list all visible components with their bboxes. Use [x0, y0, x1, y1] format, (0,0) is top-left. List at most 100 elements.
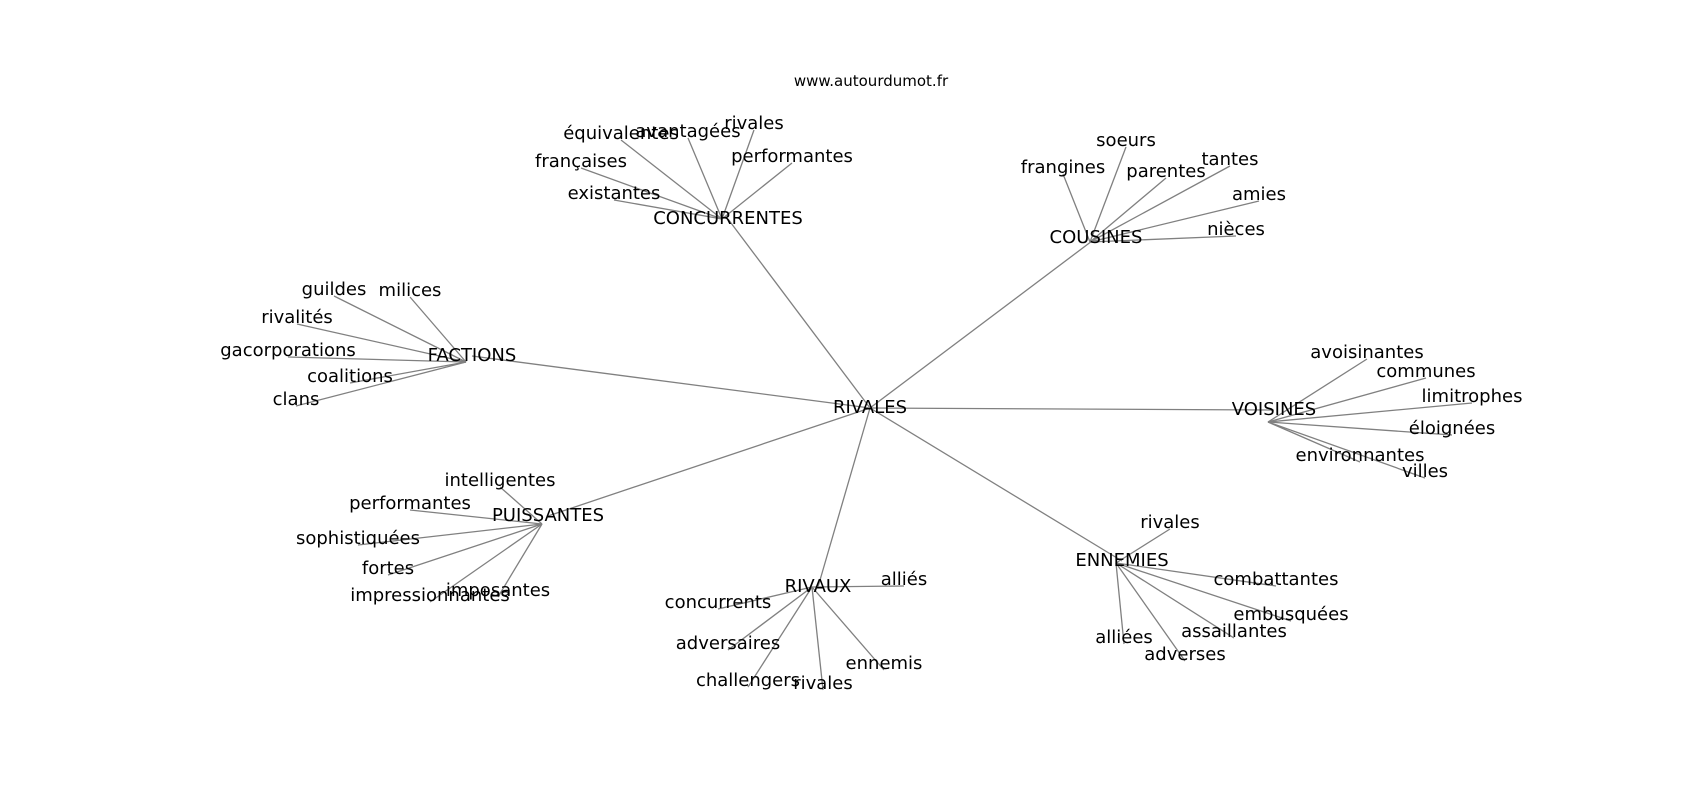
edge-root-to-cluster [471, 355, 871, 409]
leaf-node-label: environnantes [1296, 445, 1425, 466]
edge-cluster-to-leaf [387, 523, 543, 576]
edge-cluster-to-leaf [1115, 562, 1125, 645]
edge-root-to-cluster [727, 218, 871, 409]
edge-cluster-to-leaf [1089, 200, 1260, 243]
leaf-node-label: limitrophes [1422, 386, 1523, 407]
leaf-node-label: intelligentes [445, 470, 556, 491]
leaf-node-label: françaises [535, 151, 627, 172]
leaf-node-label: embusquées [1233, 604, 1348, 625]
leaf-node-label: communes [1376, 361, 1475, 382]
leaf-node-label: tantes [1201, 149, 1258, 170]
edge-root-to-cluster [547, 407, 871, 517]
leaf-node-label: sophistiquées [296, 528, 420, 549]
edge-cluster-to-leaf [1115, 562, 1186, 662]
edge-cluster-to-leaf [296, 323, 467, 363]
root-node-label: RIVALES [833, 397, 907, 418]
edge-cluster-to-leaf [721, 129, 755, 220]
leaf-node-label: avantagées [635, 121, 740, 142]
leaf-node-label: existantes [568, 183, 661, 204]
edge-cluster-to-leaf [1267, 421, 1453, 436]
cluster-node-label: FACTIONS [428, 345, 517, 366]
edge-root-to-cluster [817, 407, 871, 588]
leaf-node-label: alliées [1095, 627, 1153, 648]
leaf-node-label: ennemis [846, 653, 923, 674]
leaf-node-label: avoisinantes [1310, 342, 1423, 363]
edge-cluster-to-leaf [349, 361, 467, 384]
leaf-node-label: nièces [1207, 219, 1265, 240]
leaf-node-label: gacorporations [220, 340, 356, 361]
leaf-node-label: coalitions [307, 366, 393, 387]
edge-root-to-cluster [869, 407, 1275, 411]
leaf-node-label: impressionnantes [350, 585, 510, 606]
leaf-node-label: imposantes [446, 580, 550, 601]
leaf-node-label: combattantes [1214, 569, 1339, 590]
edge-cluster-to-leaf [295, 361, 467, 407]
leaf-node-label: amies [1232, 184, 1286, 205]
leaf-node-label: assaillantes [1181, 621, 1287, 642]
leaf-node-label: soeurs [1096, 130, 1156, 151]
edge-cluster-to-leaf [1267, 421, 1426, 479]
source-watermark: www.autourdumot.fr [793, 72, 949, 90]
edge-cluster-to-leaf [721, 162, 793, 220]
leaf-node-label: rivales [724, 113, 784, 134]
edge-cluster-to-leaf [727, 586, 813, 651]
edge-cluster-to-leaf [811, 586, 885, 671]
edge-root-to-cluster [869, 407, 1123, 562]
edge-cluster-to-leaf [717, 586, 813, 610]
edge-cluster-to-leaf [497, 523, 543, 598]
leaf-node-label: challengers [696, 670, 800, 691]
cluster-node-label: ENNEMIES [1075, 550, 1168, 571]
edge-cluster-to-leaf [811, 586, 824, 691]
leaf-node-label: performantes [349, 493, 471, 514]
leaf-node-label: rivalités [261, 307, 333, 328]
edge-cluster-to-leaf [687, 137, 723, 220]
edge-cluster-to-leaf [1267, 402, 1473, 423]
edge-cluster-to-leaf [613, 199, 723, 220]
edge-cluster-to-leaf [1062, 173, 1091, 243]
edge-cluster-to-leaf [1267, 421, 1361, 463]
edge-cluster-to-leaf [580, 167, 723, 220]
leaf-node-label: parentes [1126, 161, 1205, 182]
edge-cluster-to-leaf [357, 523, 543, 546]
labels-layer: équivalentesavantagéesrivalesperformante… [220, 113, 1522, 694]
leaf-node-label: adversaires [676, 633, 780, 654]
edge-cluster-to-leaf [1115, 562, 1292, 622]
leaf-node-label: fortes [362, 558, 414, 579]
edge-cluster-to-leaf [333, 295, 467, 363]
edge-root-to-cluster [869, 237, 1097, 409]
cluster-node-label: COUSINES [1050, 227, 1143, 248]
leaf-node-label: rivales [1140, 512, 1200, 533]
leaf-node-label: équivalentes [563, 123, 679, 144]
edge-cluster-to-leaf [1089, 146, 1127, 243]
edge-cluster-to-leaf [409, 509, 543, 525]
leaf-node-label: villes [1402, 461, 1448, 482]
edges-layer [287, 129, 1473, 691]
leaf-node-label: performantes [731, 146, 853, 167]
leaf-node-label: concurrents [665, 592, 772, 613]
edge-cluster-to-leaf [1089, 177, 1167, 243]
leaf-node-label: rivales [793, 673, 853, 694]
edge-cluster-to-leaf [1115, 528, 1171, 564]
leaf-node-label: milices [379, 280, 442, 301]
edge-cluster-to-leaf [1115, 562, 1235, 639]
edge-cluster-to-leaf [1089, 165, 1231, 243]
cluster-node-label: CONCURRENTES [653, 208, 803, 229]
edge-cluster-to-leaf [1267, 358, 1368, 423]
leaf-node-label: adverses [1144, 644, 1225, 665]
edge-cluster-to-leaf [747, 586, 813, 688]
edge-cluster-to-leaf [499, 486, 543, 525]
leaf-node-label: alliés [881, 569, 928, 590]
leaf-node-label: éloignées [1409, 418, 1495, 439]
edge-cluster-to-leaf [811, 585, 905, 588]
edge-cluster-to-leaf [1267, 377, 1427, 423]
leaf-node-label: frangines [1021, 157, 1105, 178]
edge-cluster-to-leaf [1089, 235, 1237, 243]
cluster-node-label: RIVAUX [785, 576, 852, 597]
edge-cluster-to-leaf [620, 139, 723, 220]
edge-cluster-to-leaf [1115, 562, 1277, 587]
leaf-node-label: clans [273, 389, 320, 410]
edge-cluster-to-leaf [409, 296, 467, 363]
cluster-node-label: PUISSANTES [492, 505, 604, 526]
cluster-node-label: VOISINES [1232, 399, 1316, 420]
